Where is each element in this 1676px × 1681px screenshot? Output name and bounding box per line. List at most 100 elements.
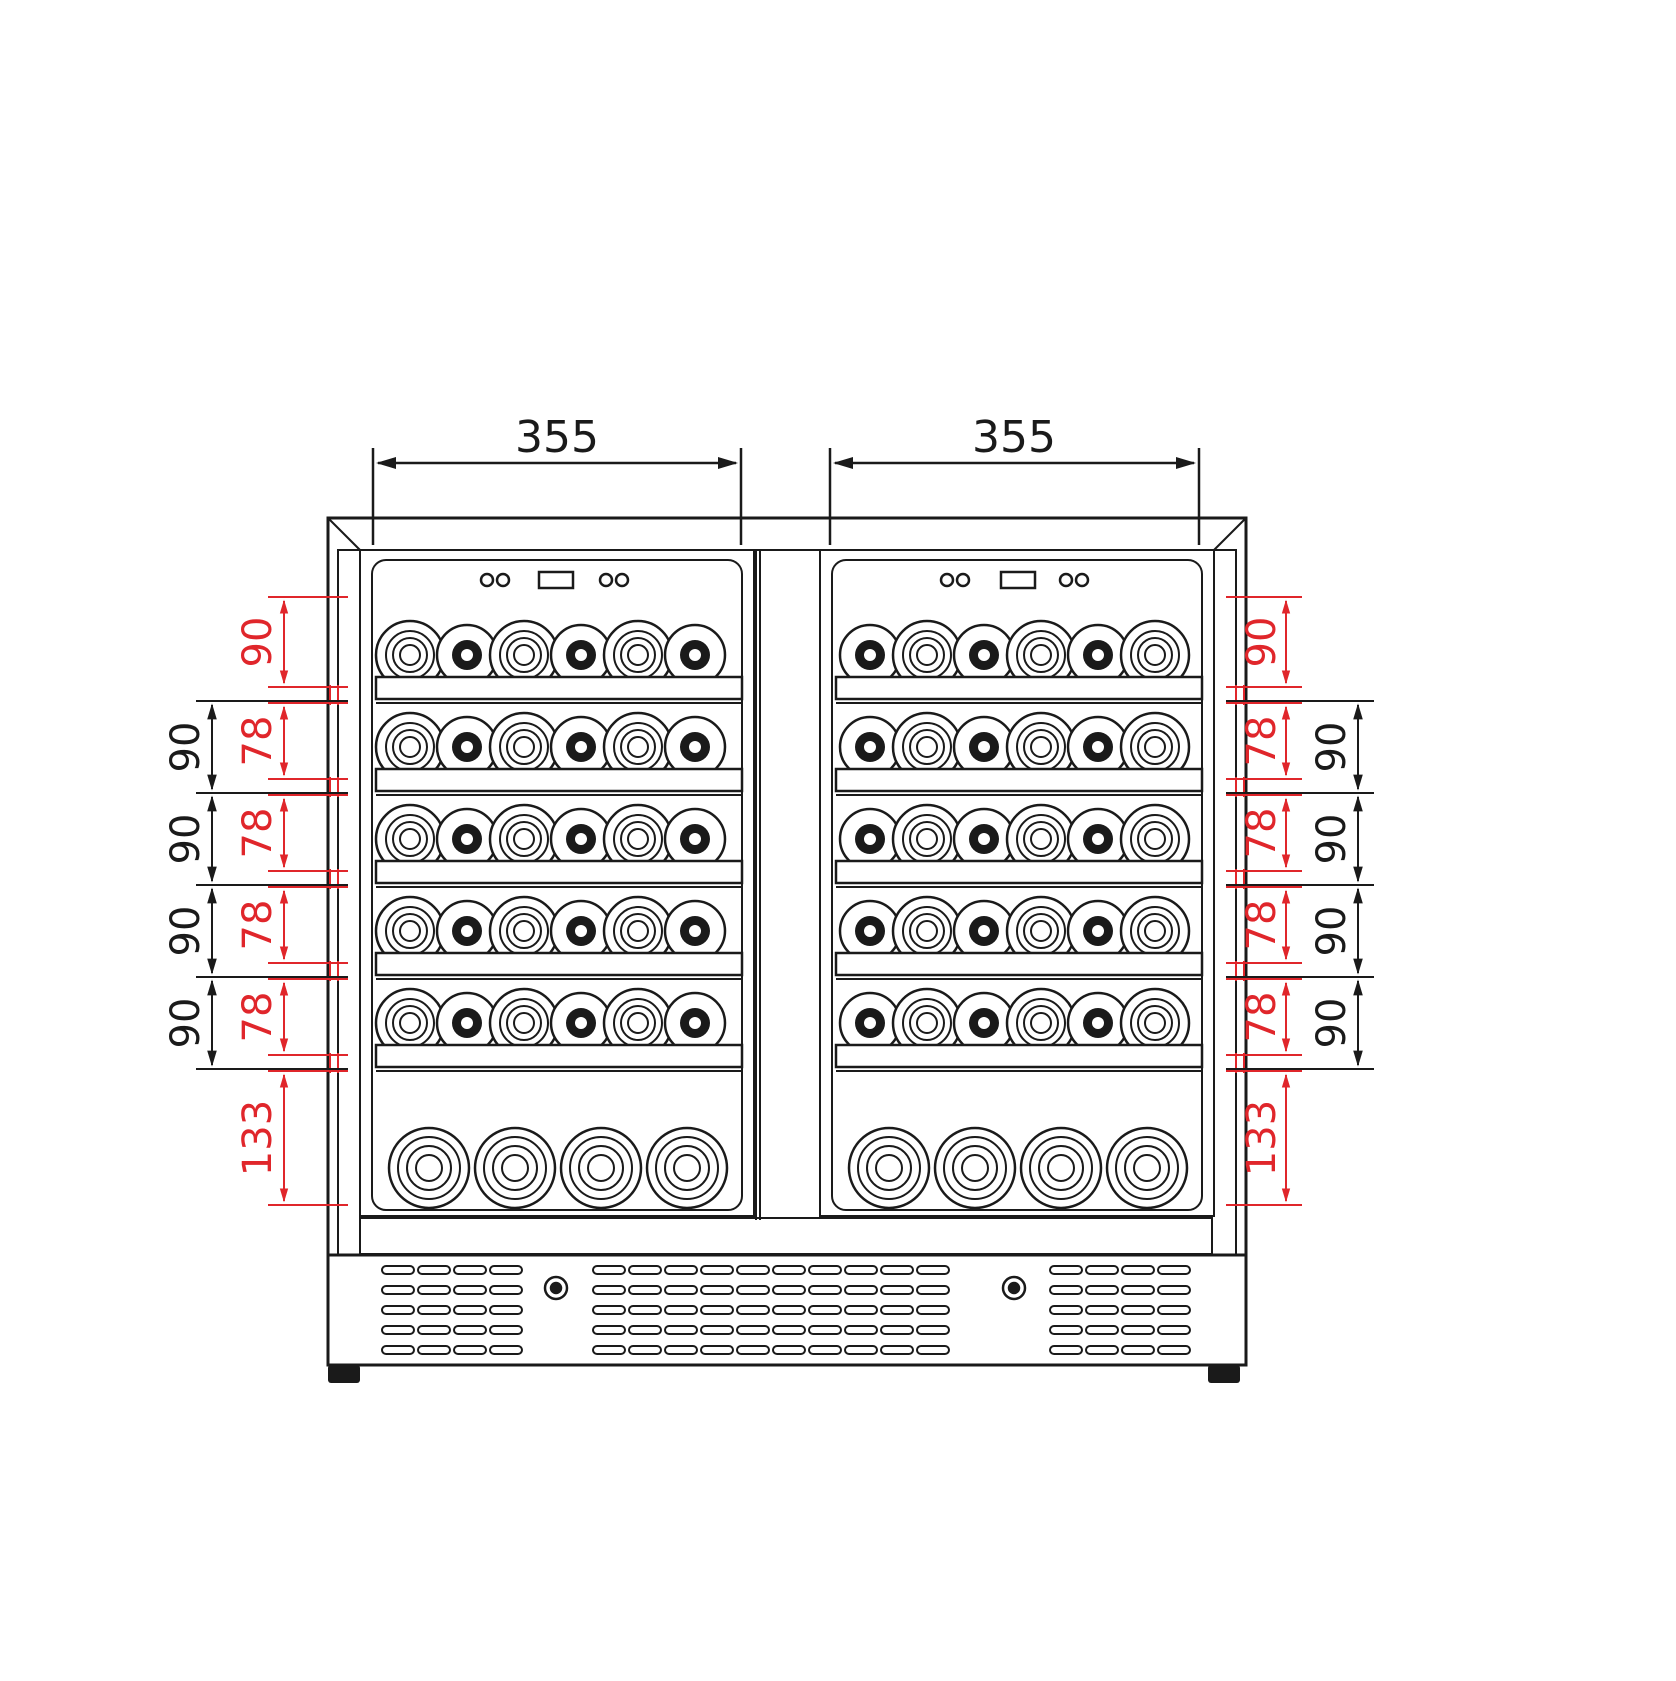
vent-slot xyxy=(736,1305,770,1315)
black-dimension-label: 90 xyxy=(163,814,209,865)
vent-slot xyxy=(628,1345,662,1355)
vent-slot xyxy=(880,1265,914,1275)
red-dimension-label: 78 xyxy=(1239,808,1285,859)
vent-slot xyxy=(1085,1305,1119,1315)
vent-slot xyxy=(628,1265,662,1275)
black-dimension-label: 90 xyxy=(1309,814,1355,865)
bottle-bottom xyxy=(933,1126,1017,1210)
red-dimension-label: 133 xyxy=(235,1100,281,1176)
shelf xyxy=(834,1043,1204,1072)
vent-slot xyxy=(1121,1285,1155,1295)
vent-slot xyxy=(916,1265,950,1275)
vent-slot xyxy=(417,1305,451,1315)
shelf xyxy=(834,767,1204,796)
vent-slot xyxy=(916,1285,950,1295)
vent-slot xyxy=(808,1325,842,1335)
left-door-frame xyxy=(359,549,755,1217)
left-button-3[interactable] xyxy=(598,572,614,588)
right-button-2[interactable] xyxy=(955,572,971,588)
vent-slot xyxy=(1121,1265,1155,1275)
bottle-bottom xyxy=(1105,1126,1189,1210)
vent-slot xyxy=(1049,1325,1083,1335)
right-bottle-rack xyxy=(834,619,1204,1210)
bottle-white xyxy=(602,895,674,967)
black-dimension-label: 90 xyxy=(1309,722,1355,773)
vent-slot xyxy=(808,1285,842,1295)
vent-slot xyxy=(453,1345,487,1355)
base-panel xyxy=(326,1253,1248,1367)
right-display xyxy=(999,570,1037,590)
bottle-black xyxy=(549,623,613,687)
vent-slot xyxy=(381,1325,415,1335)
vent-slot xyxy=(592,1285,626,1295)
vent-slot xyxy=(772,1345,806,1355)
left-button-4[interactable] xyxy=(614,572,630,588)
shelf xyxy=(374,767,744,796)
right-button-4[interactable] xyxy=(1074,572,1090,588)
vent-slot xyxy=(664,1305,698,1315)
bottle-black xyxy=(1066,991,1130,1055)
bottle-black xyxy=(838,623,902,687)
vent-slot xyxy=(844,1345,878,1355)
bottle-white xyxy=(891,619,963,691)
vent-slot xyxy=(1121,1325,1155,1335)
black-dimension-label: 90 xyxy=(163,906,209,957)
vent-slot xyxy=(1049,1345,1083,1355)
vent-slot xyxy=(880,1325,914,1335)
ventilation-grille xyxy=(381,1265,1191,1355)
vent-slot xyxy=(1157,1325,1191,1335)
vent-slot xyxy=(736,1285,770,1295)
vent-slot xyxy=(381,1305,415,1315)
red-dimension-label: 78 xyxy=(1239,900,1285,951)
top-dimension-left-label: 355 xyxy=(515,412,599,463)
vent-slot xyxy=(417,1345,451,1355)
vent-slot xyxy=(808,1265,842,1275)
feet xyxy=(328,1365,1240,1383)
black-dimension-label: 90 xyxy=(1309,906,1355,957)
vent-slot xyxy=(1049,1265,1083,1275)
left-screw-icon xyxy=(543,1275,569,1301)
vent-slot xyxy=(489,1285,523,1295)
vent-slot xyxy=(664,1285,698,1295)
red-dimension-label: 78 xyxy=(235,900,281,951)
bottle-bottom xyxy=(559,1126,643,1210)
vent-slot xyxy=(489,1305,523,1315)
vent-slot xyxy=(628,1305,662,1315)
red-dimension-label: 133 xyxy=(1239,1100,1285,1176)
right-button-3[interactable] xyxy=(1058,572,1074,588)
vent-slot xyxy=(628,1325,662,1335)
vent-slot xyxy=(808,1345,842,1355)
vent-slot xyxy=(844,1325,878,1335)
red-dimension-label: 90 xyxy=(1239,617,1285,668)
bottle-black xyxy=(952,807,1016,871)
vent-slot xyxy=(381,1285,415,1295)
left-foot xyxy=(328,1365,360,1383)
right-door-frame xyxy=(819,549,1215,1217)
vent-slot xyxy=(844,1285,878,1295)
bottle-black xyxy=(952,991,1016,1055)
red-dimension-label: 78 xyxy=(1239,992,1285,1043)
red-dimension-label: 90 xyxy=(235,617,281,668)
bottle-black xyxy=(435,807,499,871)
vent-slot xyxy=(1085,1325,1119,1335)
left-button-2[interactable] xyxy=(495,572,511,588)
left-button-1[interactable] xyxy=(479,572,495,588)
bottle-black xyxy=(435,899,499,963)
vent-slot xyxy=(880,1285,914,1295)
left-control-panel xyxy=(479,570,630,590)
shelf xyxy=(374,1043,744,1072)
vent-slot xyxy=(453,1325,487,1335)
vent-slot xyxy=(772,1325,806,1335)
shelf xyxy=(374,859,744,888)
right-button-1[interactable] xyxy=(939,572,955,588)
vent-slot xyxy=(628,1285,662,1295)
vent-slot xyxy=(1157,1265,1191,1275)
bottle-black xyxy=(838,715,902,779)
vent-slot xyxy=(700,1285,734,1295)
vent-slot xyxy=(1157,1345,1191,1355)
vent-slot xyxy=(808,1305,842,1315)
vent-slot xyxy=(417,1285,451,1295)
black-dimension-label: 90 xyxy=(163,998,209,1049)
